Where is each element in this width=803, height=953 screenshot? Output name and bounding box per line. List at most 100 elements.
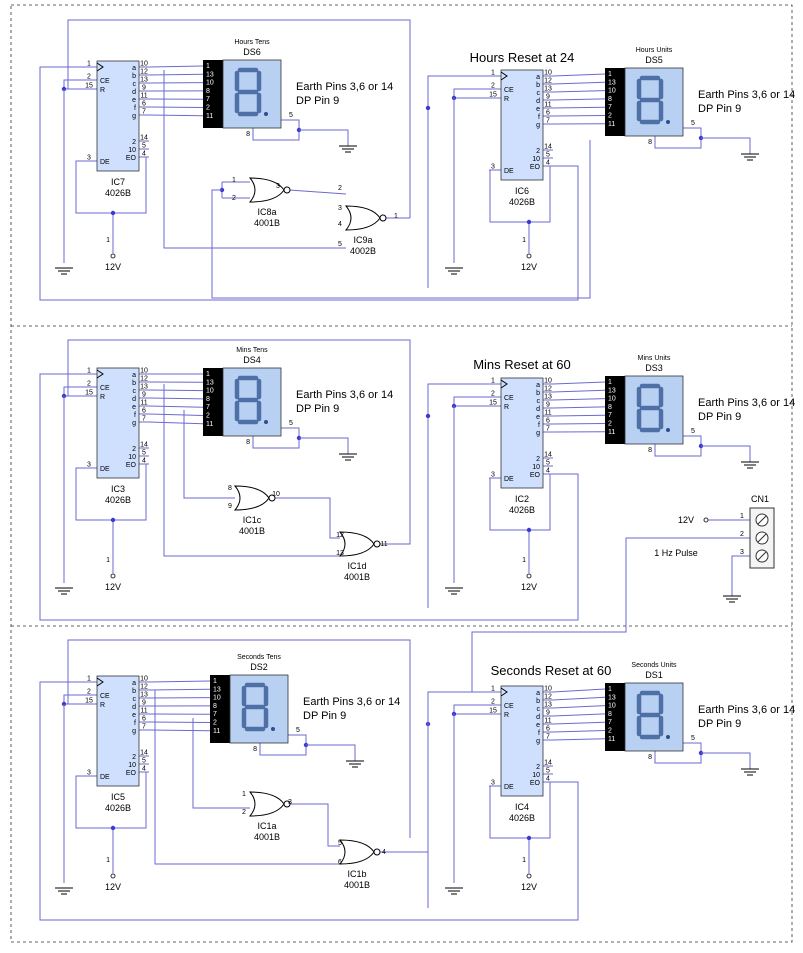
gate-label: IC8a <box>257 207 276 217</box>
display-pin-number: 7 <box>206 96 210 103</box>
display-pin-number: 7 <box>206 404 210 411</box>
reset-bus-wire <box>380 340 411 545</box>
ic-pin-number: 10 <box>544 686 552 693</box>
ic-pin-number: 3 <box>87 155 91 162</box>
ic-pin-number: 4 <box>142 766 146 773</box>
ce-reset-wire <box>453 88 489 99</box>
carry-return-wire <box>39 473 579 621</box>
segment-wire <box>148 413 204 416</box>
earth-note: DP Pin 9 <box>303 710 346 722</box>
ic-pin-name: R <box>504 712 509 719</box>
ic-pin-name: 10 <box>128 762 136 769</box>
display-pin-number: 11 <box>608 736 615 743</box>
gate-input-wire <box>274 497 340 539</box>
gate-pin-number: 1 <box>394 213 398 220</box>
ic-pin-number: 15 <box>85 83 93 90</box>
pulse-wire <box>471 537 750 693</box>
ic-pin-number: 10 <box>140 676 148 683</box>
display-pin-number: 1 <box>608 686 612 693</box>
ic-pin-number: 4 <box>546 776 550 783</box>
gate-pin-number: 6 <box>338 859 342 866</box>
display-pin-number: 1 <box>608 71 612 78</box>
supply-terminal-icon <box>703 517 709 523</box>
ic-pin-name: 2 <box>132 446 136 453</box>
inverter-bubble <box>373 848 381 856</box>
segment-wire <box>148 680 211 683</box>
display-title: Mins Tens <box>236 347 268 354</box>
ic-body <box>500 377 544 489</box>
ic-pin-name: e <box>132 97 136 104</box>
ic-pin-name: d <box>536 406 540 413</box>
display-pin-number: 8 <box>253 746 257 753</box>
ic-pin-name: CE <box>100 385 110 392</box>
supply-pin-number: 1 <box>106 857 110 864</box>
ic-pin-name: d <box>536 714 540 721</box>
display-pin-number: 11 <box>206 421 213 428</box>
carry-wire <box>427 383 489 608</box>
gate-part-label: 4001B <box>254 832 280 842</box>
ic-pin-number: 9 <box>546 94 550 101</box>
decimal-point <box>264 112 268 116</box>
display-pin-number: 1 <box>206 63 210 70</box>
ic-pin-number: 2 <box>491 83 495 90</box>
carry-return-wire <box>39 781 579 921</box>
ic-pin-number: 15 <box>85 390 93 397</box>
gate-pin-number: 2 <box>242 809 246 816</box>
ground-wire <box>701 137 751 154</box>
decimal-point <box>666 735 670 739</box>
ic-pin-name: g <box>132 420 136 427</box>
earth-note: Earth Pins 3,6 or 14 <box>303 696 400 708</box>
ic-pin-name: R <box>100 394 105 401</box>
ic-part-label: 4026B <box>105 188 131 198</box>
ic-pin-number: 13 <box>544 394 552 401</box>
ic-pin-number: 11 <box>544 102 551 109</box>
display-pin-number: 10 <box>608 88 616 95</box>
display-pin-number: 11 <box>206 113 213 120</box>
display-designator: DS1 <box>645 670 663 680</box>
segment-wire <box>552 738 606 741</box>
supply-pin-number: 1 <box>522 857 526 864</box>
segment-wire <box>148 688 211 691</box>
display-pin-number: 7 <box>608 412 612 419</box>
nor-gate-icon <box>338 839 375 865</box>
ic-pin-name: EO <box>530 780 541 787</box>
decimal-point <box>666 120 670 124</box>
display-pin-number: 8 <box>213 703 217 710</box>
ic-pin-name: EO <box>530 164 541 171</box>
ic-pin-number: 10 <box>140 368 148 375</box>
earth-note: Earth Pins 3,6 or 14 <box>296 389 393 401</box>
ic-pin-name: 2 <box>536 764 540 771</box>
display-pin-number: 10 <box>206 388 214 395</box>
ic-pin-name: EO <box>126 462 137 469</box>
segment-wire <box>148 729 211 732</box>
display-designator: DS6 <box>243 47 261 57</box>
ic-pin-number: 13 <box>140 384 148 391</box>
display-title: Hours Tens <box>234 39 270 46</box>
nor-gate-icon <box>233 485 270 511</box>
ic-pin-name: 10 <box>532 772 540 779</box>
ic-pin-name: EO <box>126 155 137 162</box>
segment-wire <box>552 705 606 709</box>
ic-pin-number: 2 <box>87 74 91 81</box>
ic-pin-number: 1 <box>87 676 91 683</box>
display-pin-number: 13 <box>608 387 616 394</box>
junction-dot <box>110 210 116 216</box>
junction-dot <box>425 105 431 111</box>
carry-wire <box>427 75 489 288</box>
ic-label: IC3 <box>111 484 125 494</box>
ic-pin-number: 6 <box>142 408 146 415</box>
ic-part-label: 4026B <box>105 803 131 813</box>
supply-label: 12V <box>105 262 121 272</box>
ic-pin-number: 7 <box>142 416 146 423</box>
gate-input-wire <box>163 70 346 249</box>
earth-note: Earth Pins 3,6 or 14 <box>698 397 795 409</box>
ic-pin-name: a <box>132 65 136 72</box>
clock-feed-wire <box>39 681 85 908</box>
display-pin-number: 8 <box>206 88 210 95</box>
clock-input-icon <box>96 369 104 379</box>
display-pin-number: 13 <box>206 379 214 386</box>
ground-wire <box>701 445 751 462</box>
enable-wire <box>75 464 147 521</box>
gate-input-wire <box>192 718 250 809</box>
